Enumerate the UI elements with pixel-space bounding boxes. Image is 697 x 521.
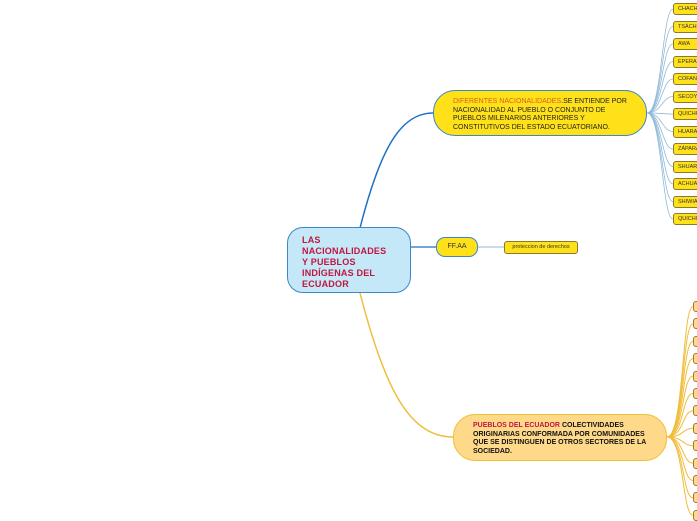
central-line: LAS	[302, 235, 321, 245]
branch-pueblos	[359, 292, 454, 438]
branch-nacionalidades	[359, 112, 434, 229]
nacionalidades-highlight: DIFERENTES NACIONALIDADES	[453, 98, 562, 105]
nacionalidad-item[interactable]: ACHUAR	[673, 178, 697, 190]
nacionalidad-item[interactable]: SECOYA	[673, 90, 697, 103]
central-line: NACIONALIDADES	[302, 246, 387, 256]
nacionalidad-item[interactable]: HUARANI	[673, 125, 697, 138]
pueblo-item[interactable]	[693, 318, 697, 330]
nacionalidades-text: .SE ENTIENDE POR NACIONALIDAD AL PUEBLO …	[453, 98, 627, 131]
pueblos-highlight: PUEBLOS DEL ECUADOR	[473, 422, 560, 429]
pueblo-connector	[666, 436, 694, 516]
nacionalidad-connector	[646, 61, 674, 114]
central-line: INDÍGENAS DEL	[302, 268, 376, 278]
ffaa-node[interactable]: FF.AA	[436, 237, 478, 257]
nacionalidad-connector	[646, 26, 674, 114]
central-topic[interactable]: LAS NACIONALIDADES Y PUEBLOS INDÍGENAS D…	[287, 227, 411, 293]
nacionalidad-connector	[646, 112, 674, 220]
pueblo-item[interactable]	[693, 457, 697, 469]
nacionalidad-item[interactable]: EPERA	[673, 55, 697, 68]
pueblo-connector	[666, 323, 694, 438]
pueblo-item[interactable]	[693, 440, 697, 452]
pueblo-item[interactable]	[693, 475, 697, 486]
ffaa-child-label: proteccion de derechos	[512, 244, 570, 250]
nacionalidades-connectors	[646, 8, 674, 220]
pueblo-item[interactable]	[693, 405, 697, 417]
pueblo-connector	[666, 340, 694, 438]
pueblo-item[interactable]	[693, 388, 697, 399]
central-line: Y PUEBLOS	[302, 257, 356, 267]
nacionalidad-connector	[646, 8, 674, 114]
nacionalidad-connector	[646, 78, 674, 114]
pueblos-node[interactable]: PUEBLOS DEL ECUADOR COLECTIVIDADES ORIGI…	[453, 414, 667, 461]
nacionalidad-item[interactable]: QUICHUA	[673, 213, 697, 225]
pueblo-item[interactable]	[693, 509, 697, 521]
ffaa-child-node[interactable]: proteccion de derechos	[504, 241, 578, 254]
pueblo-connector	[666, 393, 694, 438]
pueblo-item[interactable]	[693, 422, 697, 434]
nacionalidad-connector	[646, 96, 674, 114]
pueblo-item[interactable]	[693, 335, 697, 347]
ffaa-label: FF.AA	[447, 243, 467, 250]
nacionalidad-item[interactable]: CHACHI	[673, 3, 697, 15]
pueblo-item[interactable]	[693, 492, 697, 504]
pueblo-item[interactable]	[693, 301, 697, 312]
nacionalidad-item[interactable]: SHUAR	[673, 160, 697, 173]
pueblos-text: COLECTIVIDADES ORIGINARIAS CONFORMADA PO…	[473, 422, 647, 455]
nacionalidad-item[interactable]: AWA	[673, 38, 697, 50]
pueblo-connector	[666, 358, 694, 438]
pueblo-item[interactable]	[693, 353, 697, 365]
nacionalidad-item[interactable]: TSÁCHILA	[673, 20, 697, 33]
pueblo-connector	[666, 410, 694, 438]
nacionalidad-item[interactable]: SHIWIAR	[673, 195, 697, 208]
pueblos-connectors	[666, 306, 694, 516]
nacionalidad-item[interactable]: ZÁPARA	[673, 143, 697, 155]
nacionalidades-node[interactable]: DIFERENTES NACIONALIDADES.SE ENTIENDE PO…	[433, 90, 647, 136]
nacionalidad-item[interactable]: COFAN	[673, 73, 697, 85]
central-line: ECUADOR	[302, 279, 349, 289]
pueblo-item[interactable]	[693, 370, 697, 382]
pueblo-connector	[666, 306, 694, 438]
nacionalidad-item[interactable]: QUICHUA	[673, 108, 697, 120]
